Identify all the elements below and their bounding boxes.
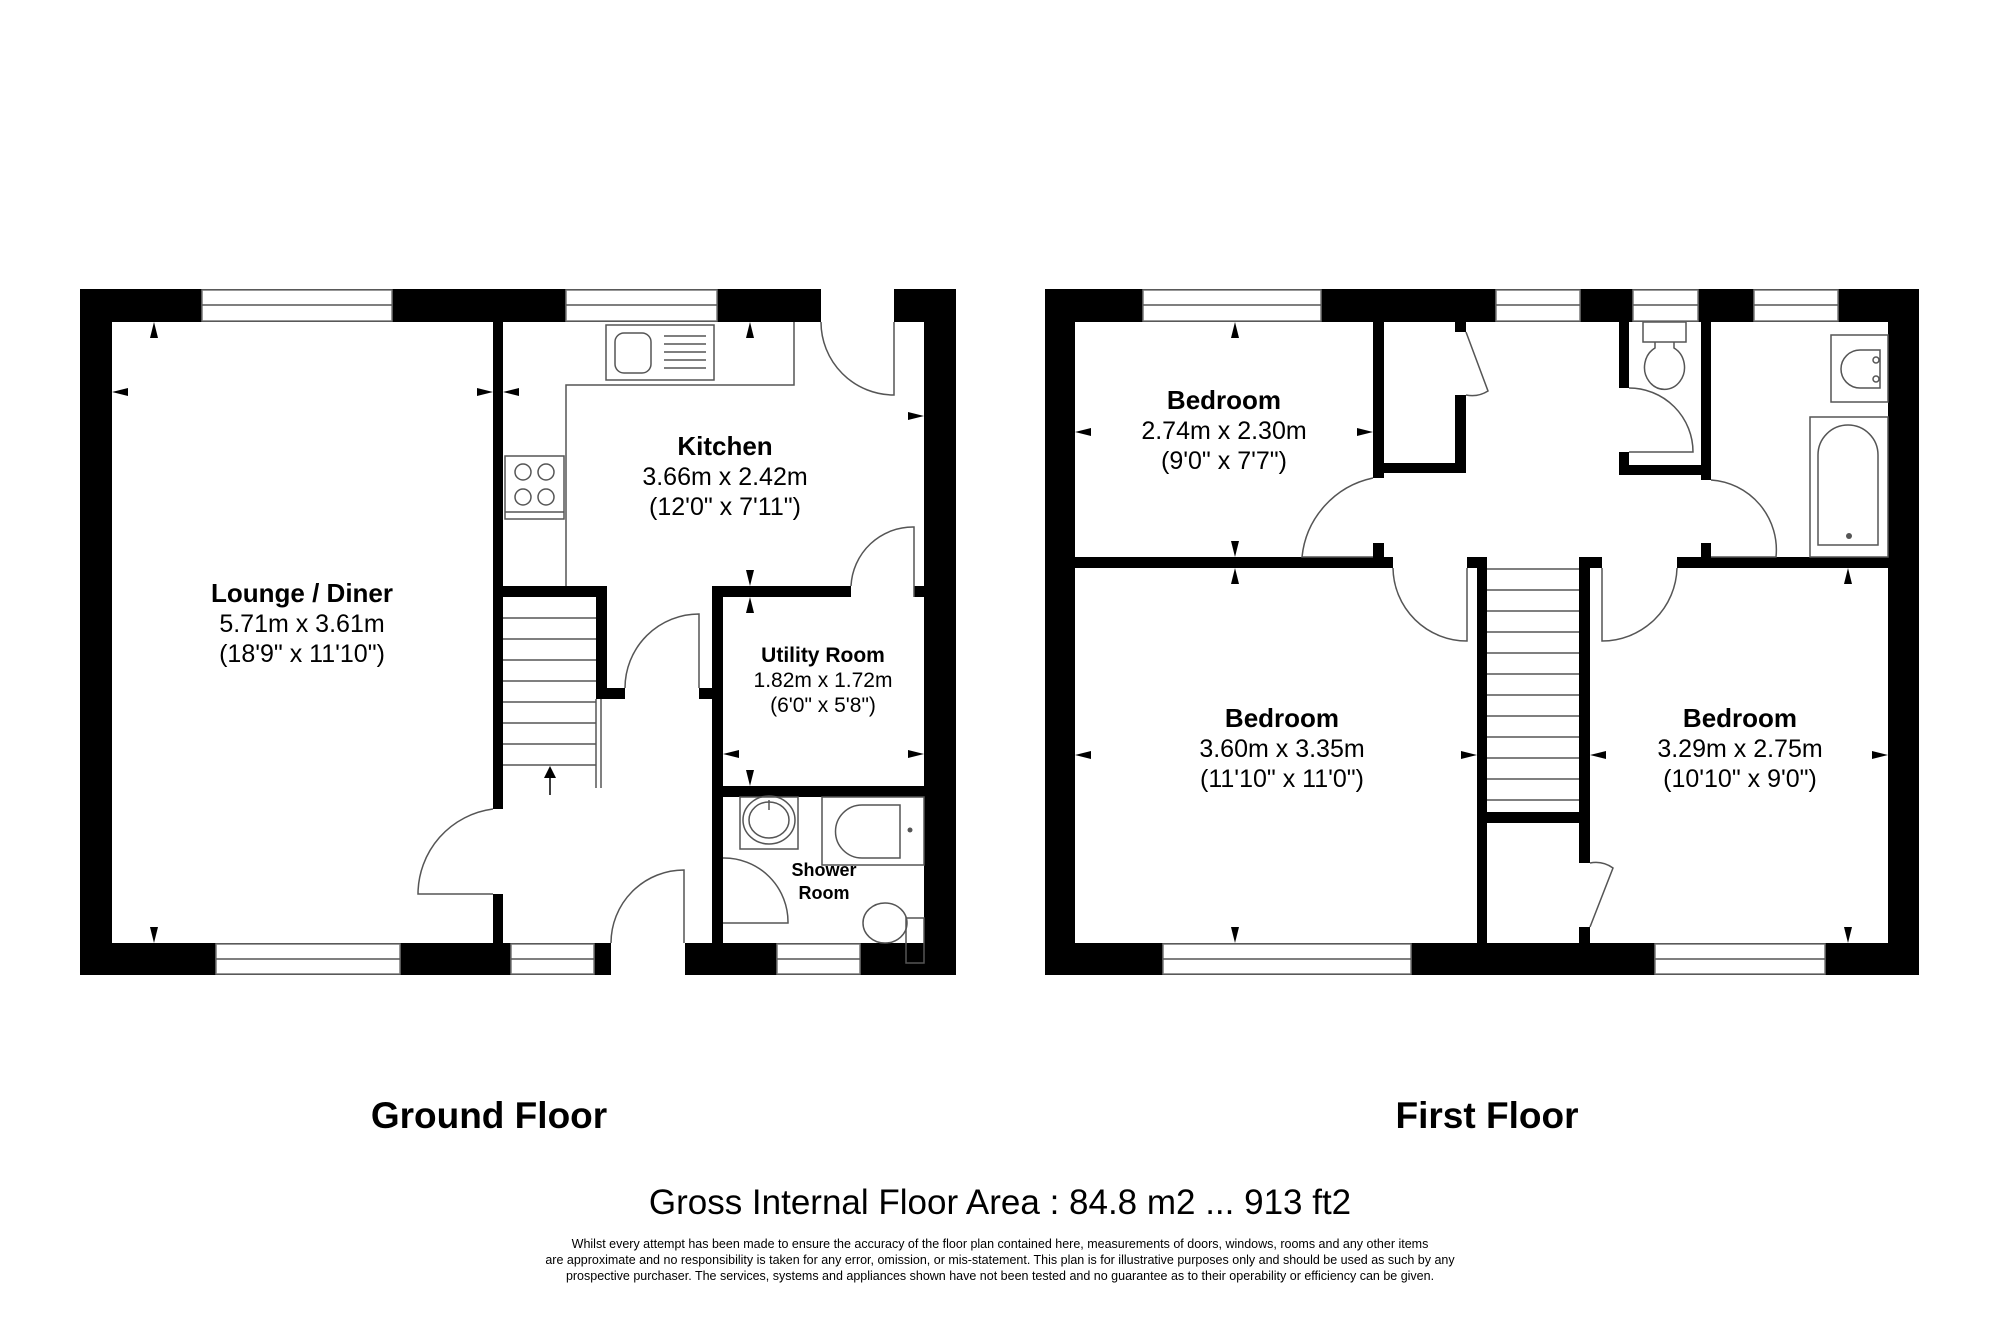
toilet-icon [862,902,925,964]
room-dimensions-metric: 3.60m x 3.35m [1199,735,1365,764]
room-dimensions-imperial: (12'0" x 7'11") [649,493,801,522]
room-dimensions-metric: 5.71m x 3.61m [219,610,385,639]
kitchen-worktop [565,322,795,586]
disclaimer-line: prospective purchaser. The services, sys… [565,1269,1435,1283]
room-name-line1: Shower [791,860,857,880]
room-name: Kitchen [677,431,773,461]
room-label-lounge-diner: Lounge / Diner 5.71m x 3.61m (18'9" x 11… [211,578,393,669]
room-dimensions-metric: 3.66m x 2.42m [642,463,808,492]
room-name: Bedroom [1682,703,1798,733]
measurement-arrow-icon [1075,322,1888,943]
room-name: Bedroom [1166,385,1282,415]
ground-floor-plan [80,286,956,977]
room-name: Lounge / Diner [211,578,393,608]
room-name: Bedroom [1224,703,1340,733]
room-label-utility-room: Utility Room 1.82m x 1.72m (6'0" x 5'8") [754,643,893,719]
door-swing-icon [1301,331,1778,928]
door-swing-icon [417,321,915,944]
room-dimensions-imperial: (10'10" x 9'0") [1663,765,1817,794]
first-floor-plan [1045,289,1919,975]
measurement-arrow-icon [112,322,924,943]
room-dimensions-metric: 2.74m x 2.30m [1141,417,1307,446]
room-dimensions-metric: 1.82m x 1.72m [753,669,893,693]
cooker-hob-icon [504,455,565,520]
floor-title-ground: Ground Floor [370,1095,608,1136]
room-label-bedroom-left: Bedroom 3.60m x 3.35m (11'10" x 11'0") [1199,703,1364,794]
stair-direction-arrow-icon [544,766,556,795]
staircase [503,617,602,795]
room-name: Utility Room [761,644,885,667]
room-dimensions-imperial: (6'0" x 5'8") [770,694,876,718]
disclaimer-line: are approximate and no responsibility is… [545,1253,1455,1267]
basin-icon [739,795,799,850]
shower-tray-icon [821,796,925,866]
room-name-line2: Room [798,883,850,904]
window-icon [1162,943,1826,975]
room-label-bedroom-right: Bedroom 3.29m x 2.75m (10'10" x 9'0") [1657,703,1822,794]
gross-internal-floor-area: Gross Internal Floor Area : 84.8 m2 ... … [648,1183,1352,1222]
disclaimer-line: Whilst every attempt has been made to en… [571,1237,1429,1251]
room-dimensions-imperial: (18'9" x 11'10") [219,640,385,669]
room-dimensions-metric: 3.29m x 2.75m [1657,735,1823,764]
room-label-shower-room: Shower Room [791,859,856,906]
room-dimensions-imperial: (9'0" x 7'7") [1161,447,1287,476]
window-icon [1142,289,1839,322]
room-label-kitchen: Kitchen 3.66m x 2.42m (12'0" x 7'11") [642,431,807,522]
disclaimer: Whilst every attempt has been made to en… [500,1236,1500,1284]
basin-icon [1830,334,1889,403]
window-icon [201,289,718,322]
bath-icon [1809,416,1889,558]
staircase [1487,568,1579,801]
window-icon [215,943,861,975]
floor-title-first: First Floor [1395,1095,1579,1136]
room-label-bedroom-small: Bedroom 2.74m x 2.30m (9'0" x 7'7") [1141,385,1306,476]
toilet-icon [1642,321,1687,391]
room-dimensions-imperial: (11'10" x 11'0") [1200,765,1364,794]
